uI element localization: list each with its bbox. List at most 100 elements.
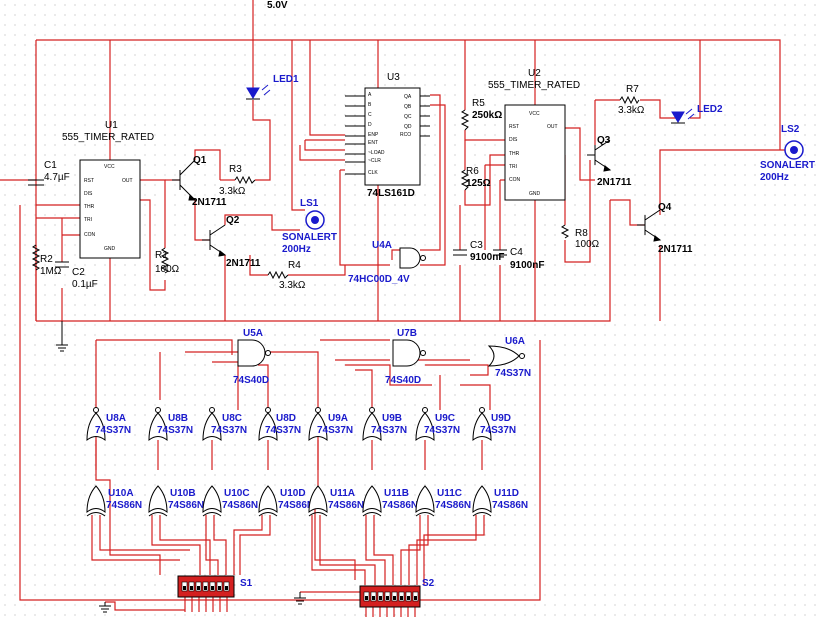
svg-text:ENP: ENP	[368, 132, 379, 138]
xor-gate-type: 74S86N	[222, 500, 258, 511]
svg-text:THR: THR	[509, 151, 520, 157]
xor-gate-ref: U11C	[437, 488, 462, 499]
u5a-type: 74S40D	[233, 375, 269, 386]
timer-u1[interactable]: VCC RST DIS THR TRI CON GND OUT	[79, 159, 141, 259]
c1-ref: C1	[44, 160, 57, 171]
resistor-r2	[31, 244, 41, 271]
svg-text:OUT: OUT	[122, 178, 133, 184]
or-gate-ref: U9A	[328, 413, 348, 424]
or-gate-type: 74S37N	[95, 425, 131, 436]
sonalerts	[305, 140, 804, 230]
dip-key-slider	[225, 586, 228, 590]
svg-text:C: C	[368, 112, 372, 118]
c3-value: 9100nF	[470, 252, 504, 263]
nand-u4a	[399, 247, 426, 269]
transistor-q4	[637, 209, 662, 242]
or-gate-type: 74S37N	[211, 425, 247, 436]
q3-type: 2N1711	[597, 177, 632, 188]
nand-gates	[237, 247, 426, 367]
svg-text:CLK: CLK	[368, 170, 378, 176]
c4-ref: C4	[510, 247, 523, 258]
svg-text:GND: GND	[104, 246, 116, 252]
u3-ref: U3	[387, 72, 400, 83]
ls1-freq: 200Hz	[282, 244, 311, 255]
xor-gate-ref: U10C	[224, 488, 250, 499]
u4a-type: 74HC00D_4V	[348, 274, 410, 285]
dip-switch-s1	[177, 575, 235, 598]
or-gate-ref: U8B	[168, 413, 188, 424]
xor-gate-type: 74S86N	[278, 500, 314, 511]
or-gate-ref: U8C	[222, 413, 242, 424]
ls2-ref: LS2	[781, 124, 800, 135]
resistor-r8	[560, 224, 570, 239]
q2-ref: Q2	[226, 215, 240, 226]
or-gate-type: 74S37N	[371, 425, 407, 436]
u3-type: 74LS161D	[367, 188, 415, 199]
xor-gates: U10A74S86NU10B74S86NU10C74S86NU10D74S86N…	[86, 485, 528, 517]
c2-value: 0.1µF	[72, 279, 98, 290]
ls1-type: SONALERT	[282, 232, 337, 243]
svg-text:VCC: VCC	[104, 164, 115, 170]
svg-text:RST: RST	[509, 124, 519, 130]
svg-text:TRI: TRI	[84, 217, 92, 223]
svg-text:~LOAD: ~LOAD	[368, 150, 385, 156]
xor-gate-type: 74S86N	[435, 500, 471, 511]
r2-ref: R2	[40, 254, 53, 265]
ground-symbols	[56, 321, 306, 613]
leds	[246, 84, 695, 124]
svg-text:RCO: RCO	[400, 132, 411, 138]
dip-key-slider	[190, 586, 193, 590]
xor-gate-type: 74S86N	[382, 500, 418, 511]
svg-text:CON: CON	[84, 232, 96, 238]
u1-type: 555_TIMER_RATED	[62, 132, 154, 143]
q4-type: 2N1711	[658, 244, 693, 255]
svg-text:GND: GND	[529, 191, 541, 197]
xor-gate-ref: U10D	[280, 488, 306, 499]
sonalert-ls2	[784, 140, 804, 160]
dip-switches[interactable]	[177, 575, 421, 608]
dip-key-slider	[211, 586, 214, 590]
dip-key-slider	[365, 596, 368, 600]
or-gate-ref: U9B	[382, 413, 402, 424]
or-gate-type: 74S37N	[495, 368, 531, 379]
r6-ref: R6	[466, 166, 479, 177]
capacitor-c3	[453, 249, 467, 256]
svg-text:D: D	[368, 122, 372, 128]
svg-text:OUT: OUT	[547, 124, 558, 130]
r1-ref: R1	[155, 250, 168, 261]
or-gate-ref: U6A	[505, 336, 525, 347]
c2-ref: C2	[72, 267, 85, 278]
or-gate-ref: U8D	[276, 413, 296, 424]
xor-gate-type: 74S86N	[328, 500, 364, 511]
counter-u3[interactable]: A B C D ENP ENT ~LOAD ~CLR CLK QA QB QC …	[345, 87, 430, 186]
or-gates: U6A74S37NU8A74S37NU8B74S37NU8C74S37NU8D7…	[86, 336, 531, 442]
dip-key-slider	[400, 596, 403, 600]
led-led2	[671, 108, 695, 124]
resistors	[31, 95, 640, 280]
c4-value: 9100nF	[510, 260, 544, 271]
r6-value: 125Ω	[466, 178, 491, 189]
timer-u2[interactable]: VCC RST DIS THR TRI CON GND OUT	[504, 104, 566, 201]
u2-ref: U2	[528, 68, 541, 79]
dip-key-slider	[204, 586, 207, 590]
svg-text:A: A	[368, 92, 372, 98]
dip-key-slider	[386, 596, 389, 600]
svg-text:RST: RST	[84, 178, 94, 184]
svg-text:DIS: DIS	[509, 137, 518, 143]
r5-ref: R5	[472, 98, 485, 109]
or-gate-type: 74S37N	[265, 425, 301, 436]
labels: 5.0V U1 555_TIMER_RATED U2 555_TIMER_RAT…	[40, 0, 815, 589]
xor-gate-ref: U10A	[108, 488, 134, 499]
xor-gate-ref: U11B	[384, 488, 409, 499]
or-gate-ref: U8A	[106, 413, 126, 424]
